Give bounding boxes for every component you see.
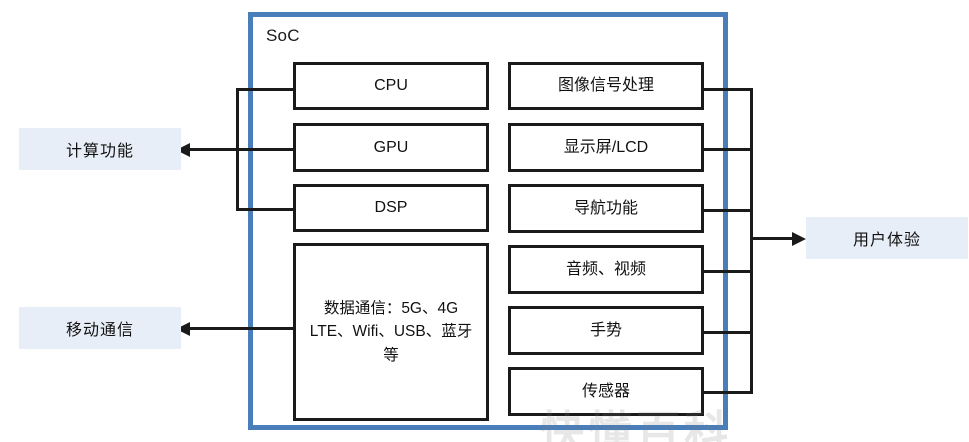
- block-sensor-label: 传感器: [581, 382, 630, 400]
- block-display-lcd-label: 显示屏/LCD: [563, 138, 649, 156]
- block-cpu-label: CPU: [374, 77, 408, 95]
- ux-arrow-line: [750, 237, 794, 240]
- block-dsp[interactable]: DSP: [293, 184, 489, 232]
- block-gpu[interactable]: GPU: [293, 123, 489, 172]
- block-navigation-label: 导航功能: [573, 199, 638, 217]
- compute-bus-stub-gpu: [236, 148, 295, 151]
- block-navigation[interactable]: 导航功能: [508, 184, 704, 233]
- feature-bus-stub-av: [703, 270, 753, 273]
- feature-bus-stub-gesture: [703, 331, 753, 334]
- block-data-communication[interactable]: 数据通信：5G、4G LTE、Wifi、USB、蓝牙等: [293, 243, 489, 421]
- tag-mobile-communication[interactable]: 移动通信: [19, 307, 181, 349]
- block-gesture-label: 手势: [589, 321, 622, 339]
- block-dsp-label: DSP: [374, 199, 408, 217]
- block-audio-video-label: 音频、视频: [565, 260, 646, 278]
- block-sensor[interactable]: 传感器: [508, 367, 704, 416]
- tag-compute-function[interactable]: 计算功能: [19, 128, 181, 170]
- feature-bus-vertical: [750, 88, 753, 393]
- block-image-signal-processing-label: 图像信号处理: [557, 77, 654, 95]
- tag-user-experience[interactable]: 用户体验: [806, 217, 968, 259]
- soc-boundary: [248, 12, 728, 430]
- compute-bus-stub-dsp: [236, 208, 295, 211]
- block-audio-video[interactable]: 音频、视频: [508, 245, 704, 294]
- tag-mobile-communication-label: 移动通信: [65, 322, 134, 339]
- tag-user-experience-label: 用户体验: [852, 232, 921, 249]
- block-cpu[interactable]: CPU: [293, 62, 489, 110]
- mobile-arrow-line: [190, 327, 295, 330]
- block-display-lcd[interactable]: 显示屏/LCD: [508, 123, 704, 172]
- compute-bus-stub-cpu: [236, 88, 295, 91]
- feature-bus-stub-isp: [703, 88, 753, 91]
- ux-arrow-head: [792, 231, 806, 246]
- block-image-signal-processing[interactable]: 图像信号处理: [508, 62, 704, 110]
- tag-compute-function-label: 计算功能: [65, 143, 134, 160]
- block-data-communication-label: 数据通信：5G、4G LTE、Wifi、USB、蓝牙等: [309, 300, 473, 364]
- feature-bus-stub-nav: [703, 209, 753, 212]
- block-gpu-label: GPU: [373, 138, 409, 156]
- soc-label: SoC: [266, 26, 300, 45]
- compute-arrow-line: [190, 148, 238, 151]
- block-gesture[interactable]: 手势: [508, 306, 704, 355]
- feature-bus-stub-sensor: [703, 391, 753, 394]
- feature-bus-stub-lcd: [703, 148, 753, 151]
